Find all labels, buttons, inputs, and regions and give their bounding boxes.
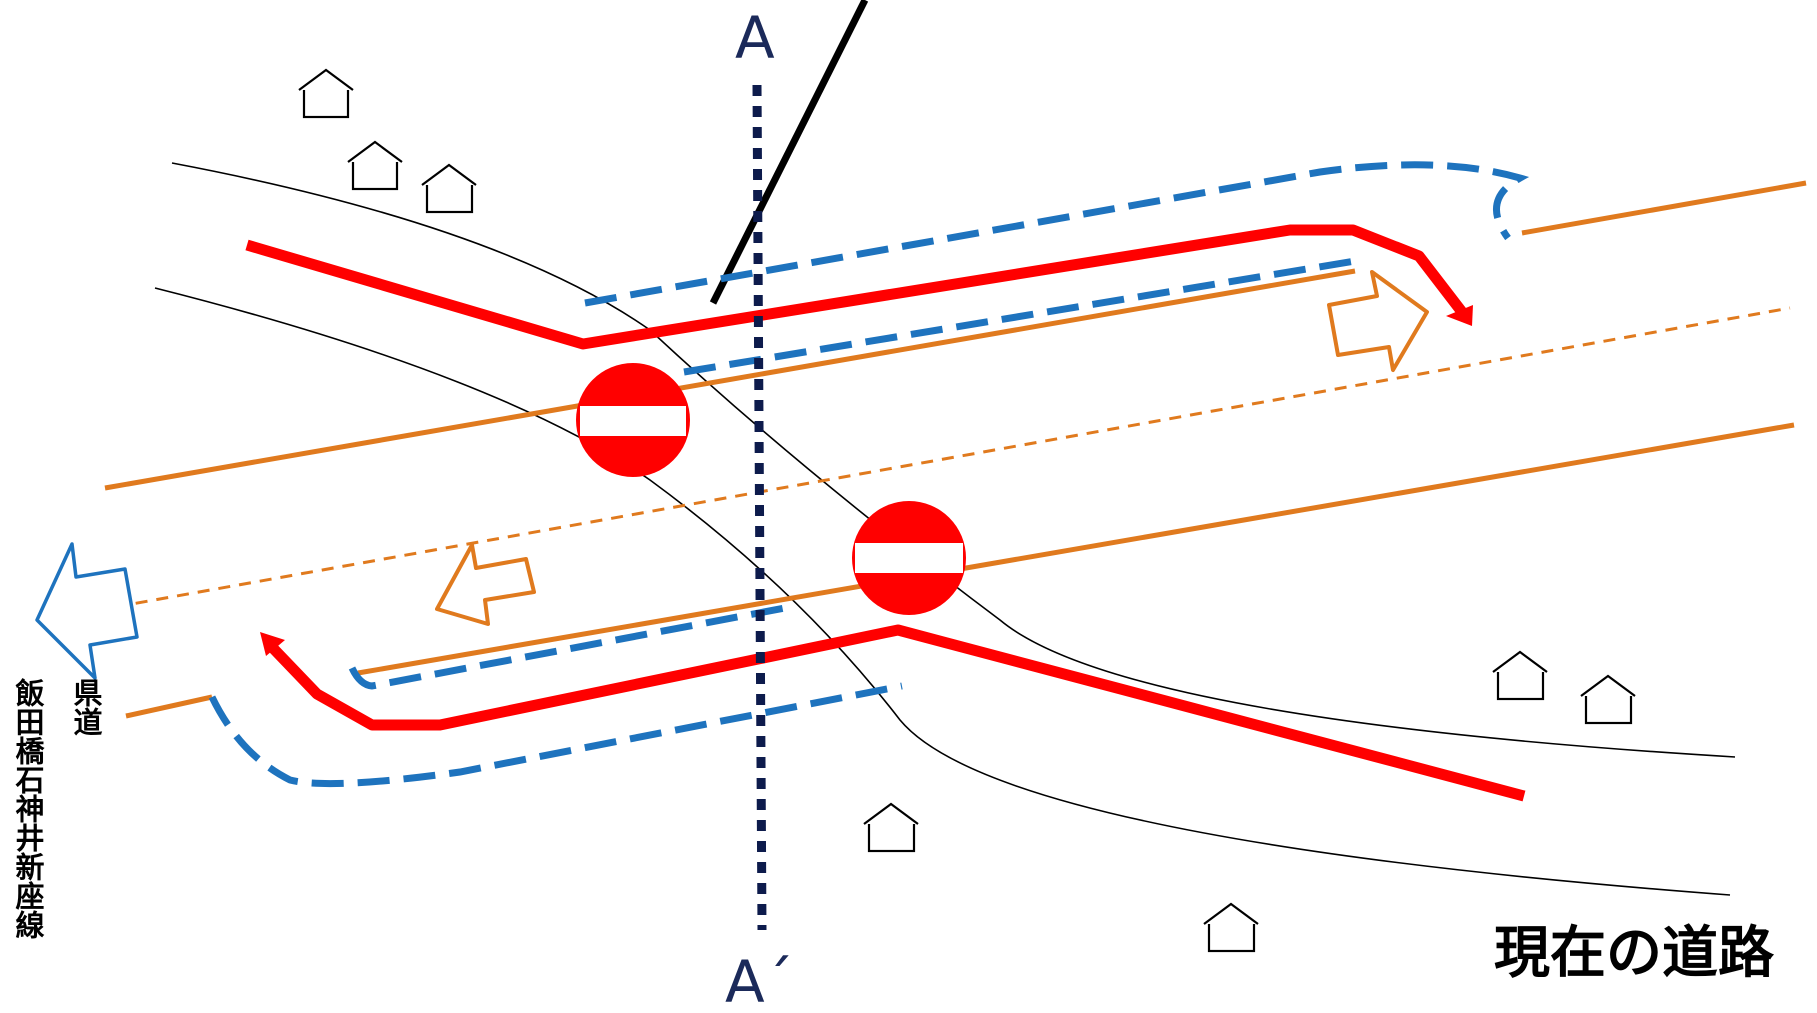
blue-route-upper-outer	[584, 161, 1530, 307]
house-icon	[347, 140, 403, 191]
existing-road-edge-lower	[154, 287, 1731, 896]
house-icon	[298, 68, 354, 119]
house-icon	[421, 163, 477, 214]
road-name-prefecture: 県道	[69, 678, 103, 736]
orange-road-center-line	[114, 306, 1791, 609]
road-name-route: 飯田橋石神井新座線	[11, 678, 45, 939]
section-label-bottom: A´	[725, 948, 794, 1013]
red-route-lower	[266, 624, 1526, 802]
blue-route-lower-outer	[208, 682, 903, 788]
arrow-right-outline-icon	[1327, 270, 1429, 372]
orange-road-upper-edge	[104, 268, 1356, 491]
section-line-a	[752, 84, 767, 931]
house-icon	[1492, 650, 1548, 701]
house-icon	[1203, 902, 1259, 953]
blue-route-lower-inner	[348, 604, 786, 690]
orange-road-lower-left-edge	[125, 694, 213, 719]
existing-road-edge-upper	[171, 162, 1736, 758]
caption-current-road: 現在の道路	[1494, 921, 1775, 986]
arrow-left-outline-icon	[435, 543, 536, 626]
house-icon	[863, 802, 919, 853]
orange-road-upper-right-edge	[1521, 180, 1807, 236]
house-icon	[1580, 674, 1636, 725]
section-label-top: A	[735, 4, 775, 72]
crossing-road-line	[709, 0, 869, 305]
blue-route-upper-inner	[683, 257, 1356, 376]
no-entry-sign-icon	[852, 501, 966, 615]
red-route-lower-arrowhead	[260, 632, 285, 656]
arrow-left-blue-outline-icon	[35, 542, 139, 680]
red-route-upper	[245, 224, 1467, 350]
no-entry-sign-icon	[576, 363, 690, 477]
red-route-upper-arrowhead	[1446, 305, 1473, 326]
orange-road-lower-edge	[357, 422, 1795, 676]
